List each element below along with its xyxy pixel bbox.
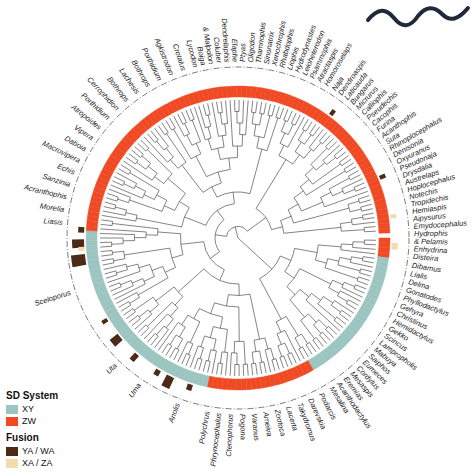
genus-label: Sanzinia xyxy=(42,173,72,189)
legend-heading: Fusion xyxy=(6,432,39,443)
fusion-bar xyxy=(329,109,336,116)
legend-swatch xyxy=(6,447,18,456)
sd-segment xyxy=(237,86,242,97)
sd-segment xyxy=(227,86,232,97)
legend-swatch xyxy=(6,459,18,468)
genus-label: Disteira xyxy=(413,253,439,263)
tree-branches xyxy=(100,100,376,376)
genus-label: Varanus xyxy=(250,413,260,441)
legend-text: YA / WA xyxy=(22,446,55,456)
snake-silhouette xyxy=(368,8,468,25)
genus-label: Elaphe xyxy=(231,39,239,62)
genus-label: Sceloporus xyxy=(34,289,72,308)
genus-label: Morelia xyxy=(39,202,64,213)
fusion-bar xyxy=(130,352,139,362)
sd-segment xyxy=(237,379,242,390)
sd-segment xyxy=(86,236,97,241)
genus-label: Uma xyxy=(128,382,143,399)
clade-circle xyxy=(67,67,409,409)
fusion-bar xyxy=(392,243,398,250)
fusion-bar xyxy=(101,318,108,325)
legend-swatch xyxy=(6,417,18,426)
legend-text: XY xyxy=(22,404,34,414)
genus-label: Ctenophorus xyxy=(225,414,234,457)
genus-label: Ameiva xyxy=(262,411,273,437)
legend-swatch xyxy=(6,405,18,414)
genus-label: Crotalus xyxy=(171,43,187,72)
fusion-bar xyxy=(186,384,193,391)
fusion-bar xyxy=(72,239,84,248)
sd-segment xyxy=(232,379,237,390)
genus-label: Ptyas xyxy=(239,43,247,62)
legend-row: ZW xyxy=(6,416,36,426)
fusion-bar xyxy=(390,214,397,219)
sd-segment xyxy=(379,238,390,243)
sd-segment xyxy=(379,228,390,233)
genus-label: Liasis xyxy=(43,217,63,226)
sd-segment xyxy=(86,245,97,251)
fusion-bar xyxy=(379,174,386,180)
sd-segment xyxy=(241,379,246,390)
genus-label: Polychrus xyxy=(198,411,211,445)
legend-row: YA / WA xyxy=(6,446,55,456)
sd-ring xyxy=(86,86,390,390)
legend-row: XA / ZA xyxy=(6,458,53,468)
fusion-bar xyxy=(78,247,84,252)
legend-text: XA / ZA xyxy=(22,458,53,468)
sd-segment xyxy=(86,240,97,245)
genus-label: Hydrophis xyxy=(414,230,448,238)
sd-segment xyxy=(232,86,237,97)
sd-segment xyxy=(378,223,389,229)
legend-heading: SD System xyxy=(6,390,58,401)
legend-text: ZW xyxy=(22,416,36,426)
genus-label: Dendrelaphis xyxy=(220,18,230,63)
fusion-bar xyxy=(153,369,161,377)
sd-segment xyxy=(241,86,246,97)
sd-segment xyxy=(86,231,97,236)
fusion-bar xyxy=(78,227,84,233)
sd-segment xyxy=(246,378,252,389)
fusion-bar xyxy=(71,254,86,267)
genus-label: Pogona xyxy=(239,414,247,440)
fusion-bar xyxy=(161,375,174,389)
genus-label: Phrynocephalus xyxy=(209,413,222,467)
genus-label: Zootoca xyxy=(273,409,286,437)
legend-row: XY xyxy=(6,404,34,414)
fusion-bar xyxy=(110,334,123,347)
genus-label: Anolis xyxy=(167,402,181,424)
genus-label: Echis xyxy=(56,163,76,177)
genus-label: Uta xyxy=(105,362,119,376)
